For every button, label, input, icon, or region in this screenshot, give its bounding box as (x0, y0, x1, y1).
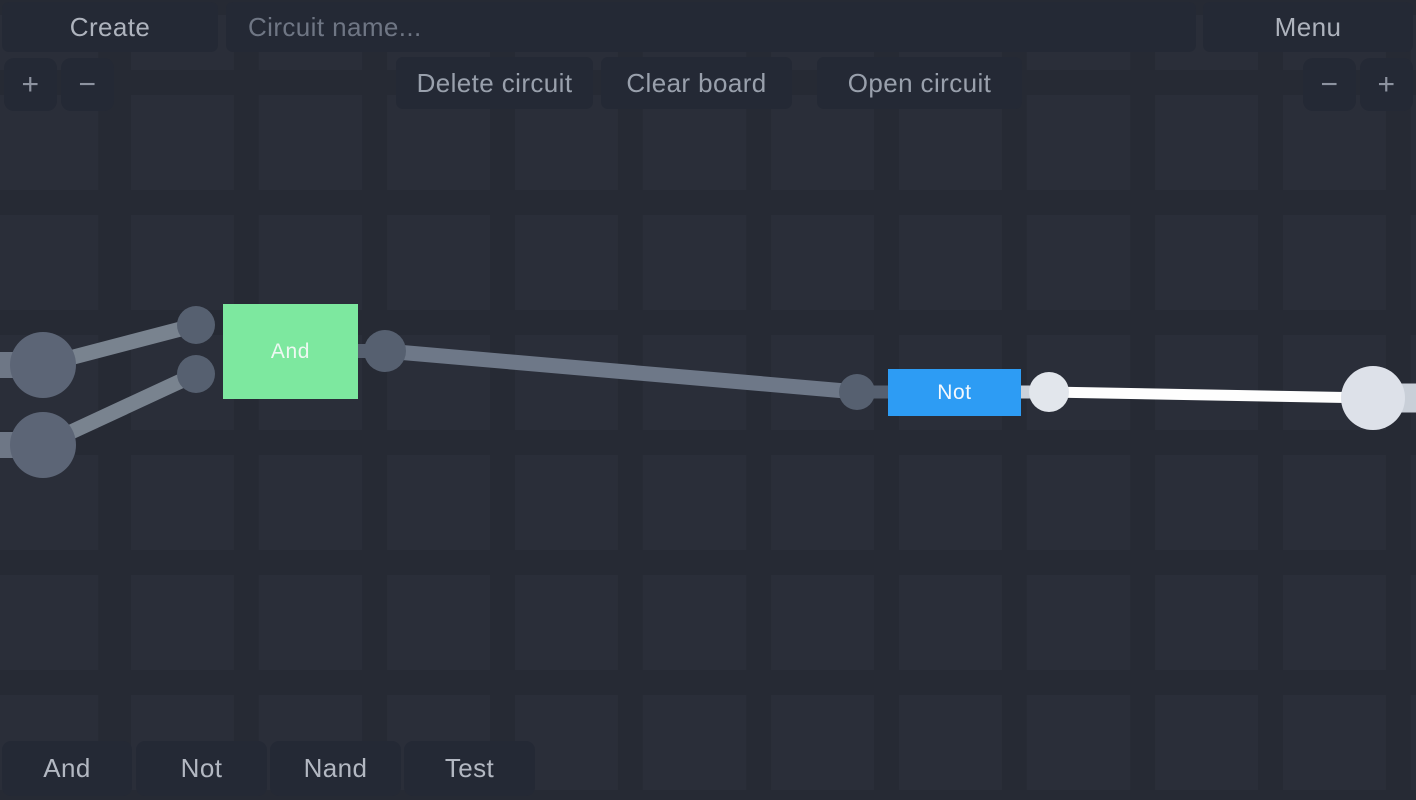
wire-not-out-to-output[interactable] (1048, 386, 1374, 404)
toolbox-item-and[interactable]: And (2, 741, 132, 796)
menu-button[interactable]: Menu (1203, 2, 1413, 52)
not-output-node[interactable] (1029, 372, 1069, 412)
toolbox-item-not[interactable]: Not (136, 741, 267, 796)
gate-not-label: Not (937, 380, 972, 404)
delete-circuit-button[interactable]: Delete circuit (396, 57, 593, 109)
zoom-out-button-left[interactable]: − (61, 58, 114, 111)
toolbox-item-nand[interactable]: Nand (270, 741, 401, 796)
gate-and-label: And (270, 339, 311, 363)
zoom-in-button-left[interactable]: + (4, 58, 57, 111)
gate-not[interactable]: Not (888, 369, 1021, 416)
wire-and-out-to-not-in[interactable] (384, 343, 858, 400)
gate-and[interactable]: And (223, 304, 358, 399)
not-input-node[interactable] (839, 374, 875, 410)
output-terminal-1[interactable] (1341, 366, 1405, 430)
and-input-node-1[interactable] (177, 306, 215, 344)
open-circuit-button[interactable]: Open circuit (817, 57, 1022, 109)
clear-board-button[interactable]: Clear board (601, 57, 792, 109)
zoom-out-button-right[interactable]: − (1303, 58, 1356, 111)
and-output-node[interactable] (364, 330, 406, 372)
and-input-node-2[interactable] (177, 355, 215, 393)
input-terminal-2[interactable] (10, 412, 76, 478)
input-terminal-1[interactable] (10, 332, 76, 398)
create-button[interactable]: Create (2, 2, 218, 52)
zoom-in-button-right[interactable]: + (1360, 58, 1413, 111)
circuit-name-input[interactable] (226, 2, 1196, 52)
toolbox-item-test[interactable]: Test (404, 741, 535, 796)
